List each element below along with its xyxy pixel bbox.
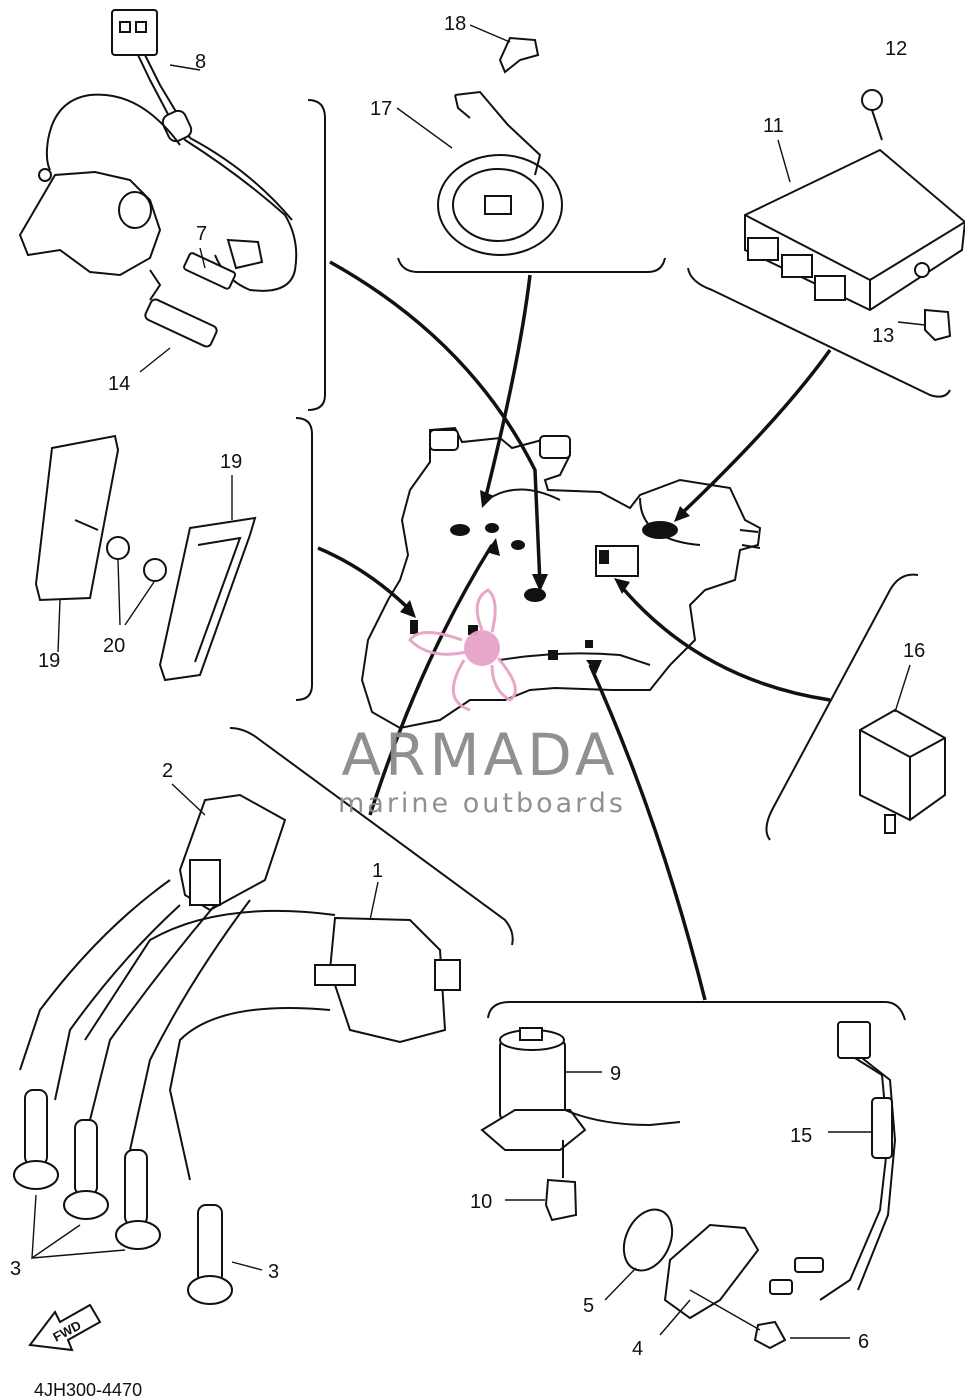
screw-12 xyxy=(861,89,883,111)
watermark-brand: ARMADA xyxy=(341,721,618,789)
part-relay xyxy=(859,708,946,834)
watermark-tagline: marine outboards xyxy=(338,788,626,819)
sensor-4 xyxy=(663,1223,760,1320)
callout-19b: 19 xyxy=(220,451,242,473)
armada-logo-icon xyxy=(408,588,517,712)
callout-6: 6 xyxy=(858,1331,869,1353)
callout-7: 7 xyxy=(196,223,207,245)
callout-2: 2 xyxy=(162,760,173,782)
bracket-horn xyxy=(397,257,666,273)
bracket-coils xyxy=(229,727,514,946)
nut-13 xyxy=(924,308,952,342)
part-starter xyxy=(480,1027,681,1222)
callout-3a: 3 xyxy=(10,1258,21,1280)
sensor-14 xyxy=(144,298,218,348)
callout-9: 9 xyxy=(610,1063,621,1085)
plug-cap-left-2 xyxy=(63,1119,109,1220)
bolt-18 xyxy=(498,36,540,74)
leader-arrows xyxy=(317,260,832,1001)
callout-10: 10 xyxy=(470,1191,492,1213)
bolt-10 xyxy=(544,1178,578,1222)
plug-cap-left-1 xyxy=(13,1089,59,1190)
connector-8 xyxy=(111,9,158,56)
bracket-mid-left xyxy=(295,417,313,701)
part-reflectors xyxy=(34,434,257,682)
callout-11: 11 xyxy=(763,115,784,137)
callout-4: 4 xyxy=(632,1338,643,1360)
part-sensor-group xyxy=(604,1021,897,1350)
motor-9 xyxy=(499,1039,566,1121)
callout-5: 5 xyxy=(583,1295,594,1317)
switch-7 xyxy=(183,252,237,290)
callout-14: 14 xyxy=(108,373,130,395)
callout-12: 12 xyxy=(885,38,907,60)
callout-8: 8 xyxy=(195,51,206,73)
part-ignition-coils xyxy=(13,793,461,1305)
group-brackets xyxy=(229,99,951,1021)
callout-3b: 3 xyxy=(268,1261,279,1283)
plug-cap-right xyxy=(187,1204,233,1305)
callout-leaders xyxy=(57,24,926,921)
cdi-11 xyxy=(744,148,965,312)
nut-20a xyxy=(106,536,130,560)
watermark: ARMADA marine outboards xyxy=(338,588,626,819)
callout-17: 17 xyxy=(370,98,392,120)
relay-16 xyxy=(859,708,946,822)
connector-15 xyxy=(837,1021,871,1059)
callout-19a: 19 xyxy=(38,650,60,672)
bolt-6 xyxy=(753,1320,787,1350)
callout-18: 18 xyxy=(444,13,466,35)
reflector-19-right xyxy=(158,516,257,682)
callout-20: 20 xyxy=(103,635,125,657)
callout-labels: 1 2 3 3 4 5 6 7 8 9 10 11 12 13 14 15 16… xyxy=(10,13,925,1360)
part-cdi xyxy=(744,89,965,342)
nut-20b xyxy=(143,558,167,582)
plug-cap-left-3 xyxy=(115,1149,161,1250)
callout-1: 1 xyxy=(372,860,383,882)
bracket-cdi xyxy=(687,267,951,398)
bracket-top-left xyxy=(307,99,326,411)
reflector-19-left xyxy=(34,434,120,602)
callout-16: 16 xyxy=(903,640,925,662)
callout-13: 13 xyxy=(872,325,894,347)
part-code: 4JH300-4470 xyxy=(34,1380,142,1398)
bracket-relay xyxy=(765,573,919,841)
bracket-starter xyxy=(487,1001,906,1021)
engine-outline xyxy=(360,426,762,730)
part-sensor-assembly xyxy=(18,9,298,348)
fwd-arrow: FWD xyxy=(28,1303,102,1352)
callout-15: 15 xyxy=(790,1125,812,1147)
part-horn xyxy=(437,36,563,256)
